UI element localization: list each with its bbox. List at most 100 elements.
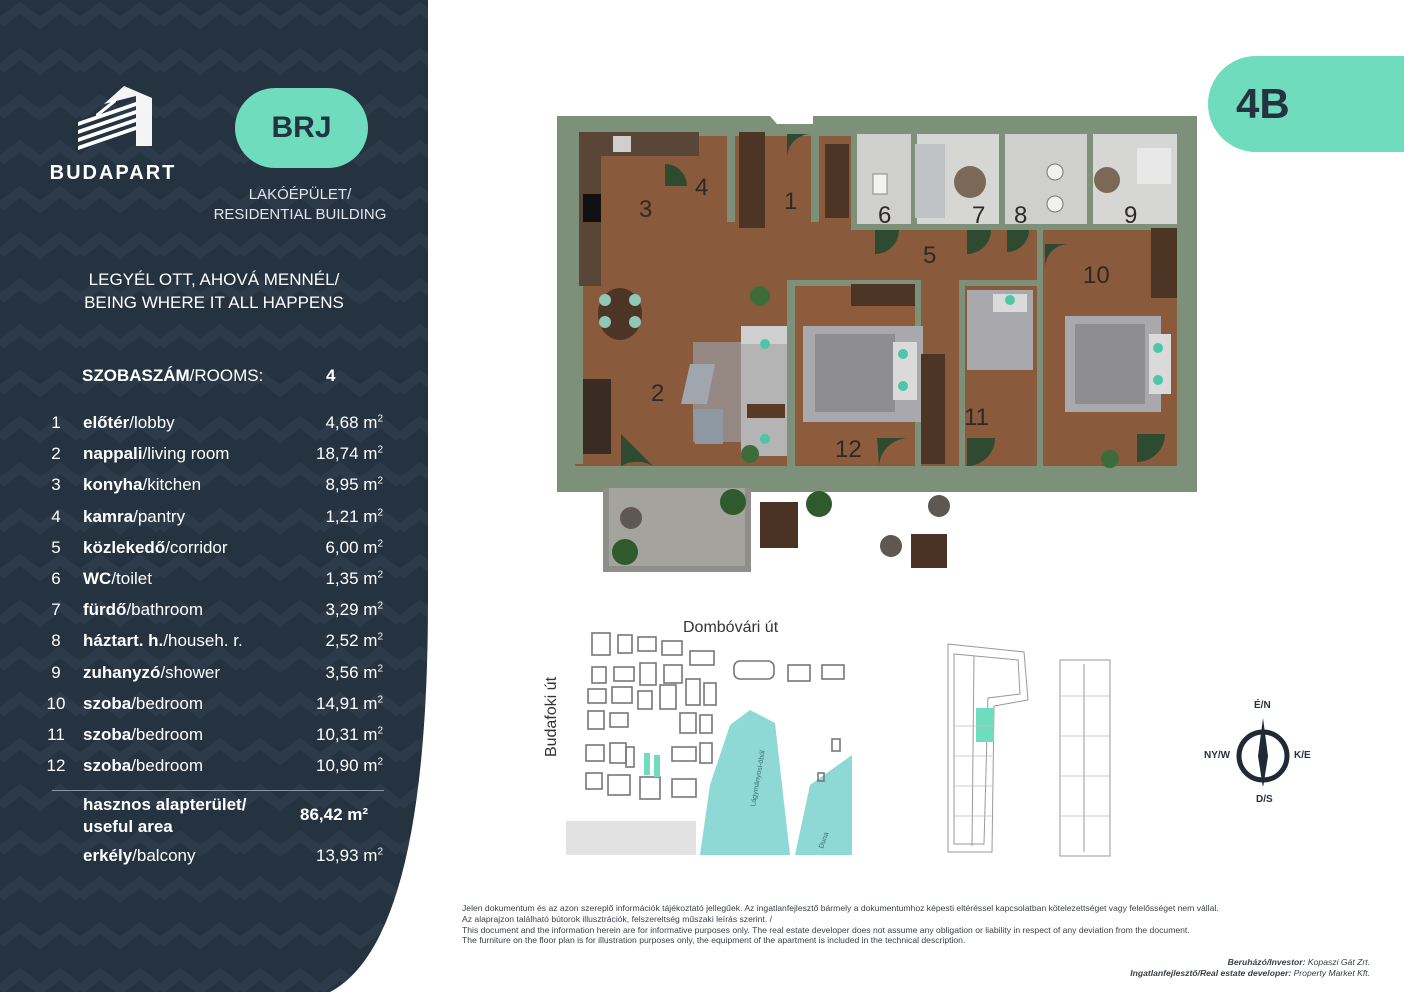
room-number: 4 [51, 506, 61, 526]
room-row: 3 konyha/kitchen 8,95 m2 [44, 475, 389, 503]
room-area-unit: 2 [377, 506, 383, 518]
disclaimer: Jelen dokumentum és az azon szereplő inf… [462, 903, 1342, 946]
room-area-value: 10,90 m [316, 756, 378, 776]
slogan-en: BEING WHERE IT ALL HAPPENS [84, 293, 344, 312]
room-name-en: /shower [160, 662, 220, 682]
room-row: 6 WC/toilet 1,35 m2 [44, 569, 389, 597]
compass-west: NY/W [1204, 750, 1231, 761]
room-name-hu: kamra [83, 506, 134, 526]
room-area-unit: 2 [377, 538, 383, 550]
room-area-unit: 2 [377, 694, 383, 706]
room-number: 5 [51, 537, 61, 557]
compass: É/N D/S NY/W K/E [1200, 698, 1320, 808]
room-name-en: /corridor [165, 537, 228, 557]
room-name: nappali/living room [83, 444, 229, 464]
room-number: 3 [51, 475, 61, 495]
room-area-unit: 2 [377, 725, 383, 737]
disclaimer-line-4: The furniture on the floor plan is for i… [462, 935, 966, 946]
room-name: szoba/bedroom [83, 756, 203, 776]
balcony-area-value: 13,93 m [316, 846, 378, 865]
useful-area-value: 86,42 m² [300, 805, 369, 824]
room-name-hu: háztart. h. [83, 631, 164, 651]
rooms-header-bold: SZOBASZÁM [82, 366, 190, 385]
developer-credit: Ingatlanfejlesztő/Real estate developer:… [870, 968, 1370, 978]
location-map: Dombóvári út Budafoki út Lágymányosi-öbö… [540, 615, 852, 855]
room-name-en: /bedroom [131, 756, 204, 776]
room-area-unit: 2 [377, 475, 383, 487]
room-row: 4 kamra/pantry 1,21 m2 [44, 507, 389, 535]
room-area: 10,31 m2 [316, 725, 383, 745]
room-name-hu: konyha [83, 475, 143, 495]
room-area-value: 2,52 m [325, 631, 378, 651]
compass-rose-icon [1236, 718, 1290, 786]
room-area-unit: 2 [377, 444, 383, 456]
room-name: előtér/lobby [83, 413, 175, 433]
room-area: 2,52 m2 [325, 631, 383, 651]
compass-north: É/N [1254, 700, 1271, 711]
balcony-name: erkély/balcony [83, 846, 196, 866]
room-name-en: /lobby [129, 413, 175, 432]
room-name-hu: szoba [83, 756, 132, 776]
room-name: háztart. h./househ. r. [83, 631, 243, 651]
balcony-row: erkély/balcony 13,93 m2 [44, 846, 389, 874]
unit-tag: 4B [1208, 56, 1404, 152]
street-label-budafoki: Budafoki út [543, 676, 561, 758]
room-area-unit: 2 [377, 569, 383, 581]
room-number: 2 [51, 444, 61, 464]
room-number: 12 [46, 756, 66, 776]
room-name: szoba/bedroom [83, 694, 203, 714]
plan-label-9: 9 [1124, 202, 1138, 229]
room-area-unit: 2 [377, 631, 383, 643]
room-area-value: 8,95 m [325, 475, 378, 495]
room-name-hu: közlekedő [83, 537, 166, 557]
room-number: 6 [51, 569, 61, 588]
room-area-value: 6,00 m [325, 537, 378, 557]
room-area: 1,21 m2 [325, 507, 383, 527]
room-area-unit: 2 [377, 662, 383, 674]
room-name: kamra/pantry [83, 507, 185, 527]
room-name: WC/toilet [83, 569, 152, 589]
room-name-en: /kitchen [142, 475, 202, 495]
room-name-hu: szoba [83, 693, 132, 713]
room-area-value: 1,35 m [325, 569, 378, 588]
room-area-value: 14,91 m [316, 693, 378, 713]
plan-label-1: 1 [784, 188, 798, 215]
room-area: 3,56 m2 [325, 663, 383, 683]
developer-name: Property Market Kft. [1293, 968, 1370, 978]
room-area: 3,29 m2 [325, 600, 383, 620]
floor-plan: 1 2 3 4 5 6 7 8 9 10 11 12 [555, 114, 1200, 576]
unit-tag-label: 4B [1236, 80, 1290, 127]
divider [52, 790, 384, 791]
plan-label-6: 6 [878, 202, 892, 229]
room-name-en: /living room [142, 444, 230, 464]
room-name: konyha/kitchen [83, 475, 201, 495]
room-name-en: /bedroom [131, 725, 204, 744]
room-number: 7 [51, 600, 61, 620]
room-area-value: 4,68 m [325, 413, 378, 432]
room-name-hu: előtér [83, 413, 130, 432]
location-map-drawing [540, 615, 852, 855]
plan-label-10: 10 [1083, 262, 1110, 289]
room-name-hu: zuhanyzó [83, 662, 161, 682]
room-area-value: 18,74 m [316, 444, 378, 464]
room-row: 5 közlekedő/corridor 6,00 m2 [44, 538, 389, 566]
room-area-unit: 2 [377, 413, 383, 425]
building-type: LAKÓÉPÜLET/ RESIDENTIAL BUILDING [200, 185, 400, 225]
plan-label-2: 2 [651, 380, 665, 407]
developer-label: Ingatlanfejlesztő/Real estate developer: [1130, 968, 1292, 978]
room-name: közlekedő/corridor [83, 538, 228, 558]
room-name-hu: fürdő [83, 600, 127, 620]
room-name-hu: nappali [83, 444, 143, 464]
plan-label-7: 7 [972, 202, 986, 229]
room-area: 6,00 m2 [325, 538, 383, 558]
investor-credit: Beruházó/Investor: Kopaszi Gát Zrt. [870, 957, 1370, 967]
plan-label-11: 11 [964, 404, 989, 431]
slogan: LEGYÉL OTT, AHOVÁ MENNÉL/ BEING WHERE IT… [40, 268, 388, 314]
compass-east: K/E [1294, 750, 1311, 761]
disclaimer-line-3: This document and the information herein… [462, 924, 1190, 935]
